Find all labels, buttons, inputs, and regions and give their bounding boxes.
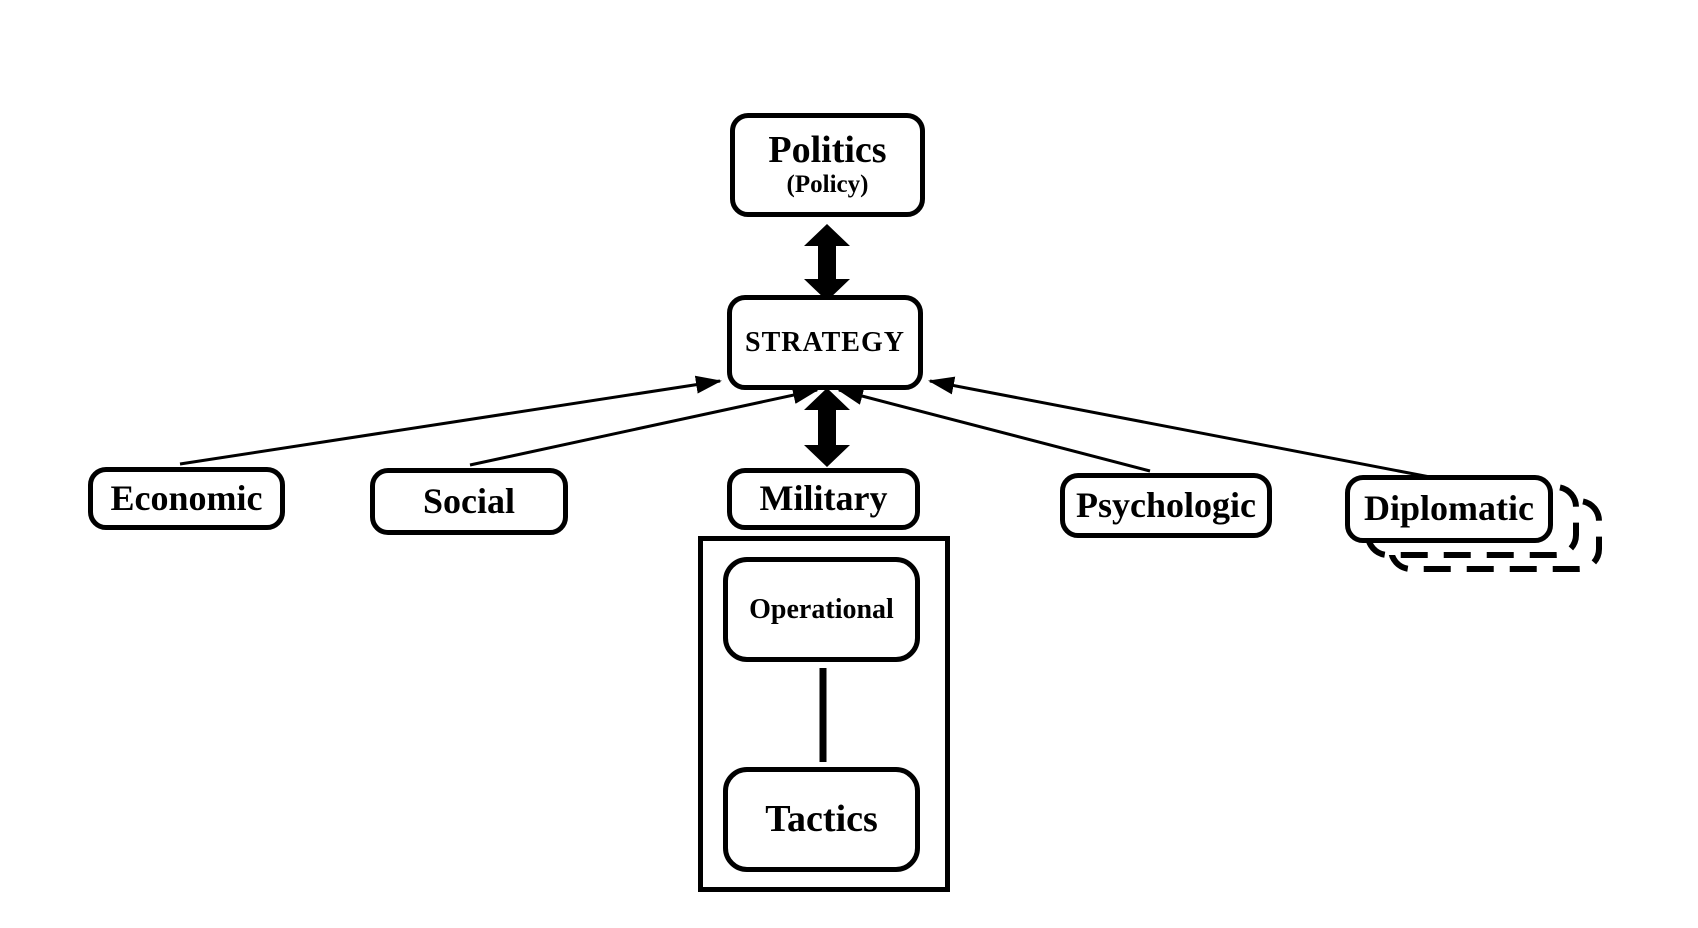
node-politics: Politics (Policy) <box>730 113 925 217</box>
economic-label: Economic <box>110 477 263 518</box>
node-operational: Operational <box>723 557 920 662</box>
node-military: Military <box>727 468 920 530</box>
arrow-social-to-strategy <box>469 386 819 467</box>
node-strategy: STRATEGY <box>727 295 923 390</box>
node-tactics: Tactics <box>723 767 920 872</box>
military-label: Military <box>759 478 888 519</box>
arrow-economic-to-strategy <box>179 375 722 466</box>
node-diplomatic: Diplomatic <box>1345 475 1553 543</box>
tactics-label: Tactics <box>765 797 878 840</box>
social-label: Social <box>422 480 515 521</box>
military-domain-container <box>698 536 950 892</box>
node-social: Social <box>370 468 568 535</box>
politics-label: Politics <box>768 129 887 172</box>
psychologic-label: Psychologic <box>1076 484 1256 525</box>
node-economic: Economic <box>88 467 285 530</box>
arrow-psychologic-to-strategy <box>837 387 1151 473</box>
arrow-diplomatic-to-strategy <box>928 376 1431 479</box>
arrow-strategy-military <box>804 388 850 467</box>
strategy-label: STRATEGY <box>745 326 905 358</box>
arrow-politics-strategy <box>804 224 850 301</box>
diplomatic-label: Diplomatic <box>1364 488 1534 529</box>
node-psychologic: Psychologic <box>1060 473 1272 538</box>
politics-sublabel: (Policy) <box>786 171 869 199</box>
operational-label: Operational <box>749 593 894 625</box>
